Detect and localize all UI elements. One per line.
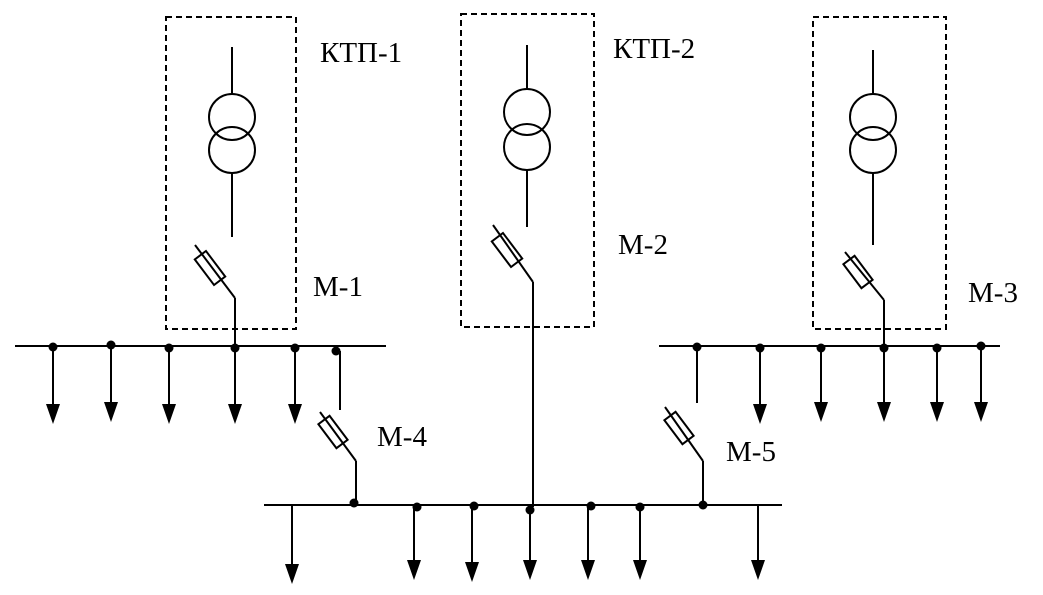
substation-ktp-2: КТП-2 bbox=[460, 13, 695, 507]
bus-bottom-consumer bbox=[285, 505, 299, 584]
bus-left-consumer bbox=[46, 342, 60, 424]
substation-ktp-1: КТП-1 bbox=[165, 16, 402, 346]
transformer-1-icon bbox=[208, 47, 256, 237]
switch-m1-icon bbox=[193, 244, 236, 346]
bus-right-consumer bbox=[930, 343, 944, 422]
switch-m2-label: М-2 bbox=[618, 229, 668, 261]
bus-left bbox=[15, 340, 386, 503]
substation-ktp-2-label: КТП-2 bbox=[613, 33, 695, 65]
substation-ktp-1-frame bbox=[165, 16, 297, 330]
bus-right bbox=[659, 341, 1000, 504]
bus-bottom-consumer bbox=[465, 501, 479, 582]
switch-m5-icon bbox=[662, 406, 704, 462]
bus-left-consumer bbox=[288, 343, 302, 424]
switch-m3-label: М-3 bbox=[968, 277, 1018, 309]
bus-bottom bbox=[264, 498, 782, 584]
bus-right-consumer bbox=[814, 343, 828, 422]
bus-bottom-consumer bbox=[581, 501, 596, 580]
switch-m3-icon bbox=[841, 251, 885, 348]
switch-m4-label: М-4 bbox=[377, 421, 427, 453]
transformer-3-icon bbox=[849, 50, 897, 245]
bus-bottom-consumer bbox=[523, 505, 537, 580]
bus-left-consumer bbox=[162, 343, 176, 424]
bus-left-consumer bbox=[228, 343, 242, 424]
bus-right-consumer bbox=[753, 343, 767, 424]
switch-m2-icon bbox=[490, 224, 534, 507]
bus-bottom-consumer bbox=[633, 502, 647, 580]
bus-bottom-consumer bbox=[751, 505, 765, 580]
substation-ktp-2-frame bbox=[460, 13, 595, 328]
bus-bottom-tie-node bbox=[698, 500, 708, 510]
transformer-2-icon bbox=[503, 45, 551, 227]
substation-ktp-1-label: КТП-1 bbox=[320, 37, 402, 69]
switch-m1-label: М-1 bbox=[313, 271, 363, 303]
tie-feeder-m4 bbox=[316, 346, 357, 503]
substation-ktp-3-frame bbox=[812, 16, 947, 330]
bus-right-consumer bbox=[974, 341, 988, 422]
switch-m4-icon bbox=[316, 411, 357, 462]
switch-m5-label: М-5 bbox=[726, 436, 776, 468]
bus-right-consumer bbox=[877, 343, 891, 422]
bus-left-consumer bbox=[104, 340, 118, 422]
bus-bottom-consumer bbox=[407, 502, 422, 580]
substation-ktp-3 bbox=[812, 16, 947, 348]
tie-feeder-m5 bbox=[662, 342, 704, 504]
bus-bottom-tie-node bbox=[349, 498, 359, 508]
